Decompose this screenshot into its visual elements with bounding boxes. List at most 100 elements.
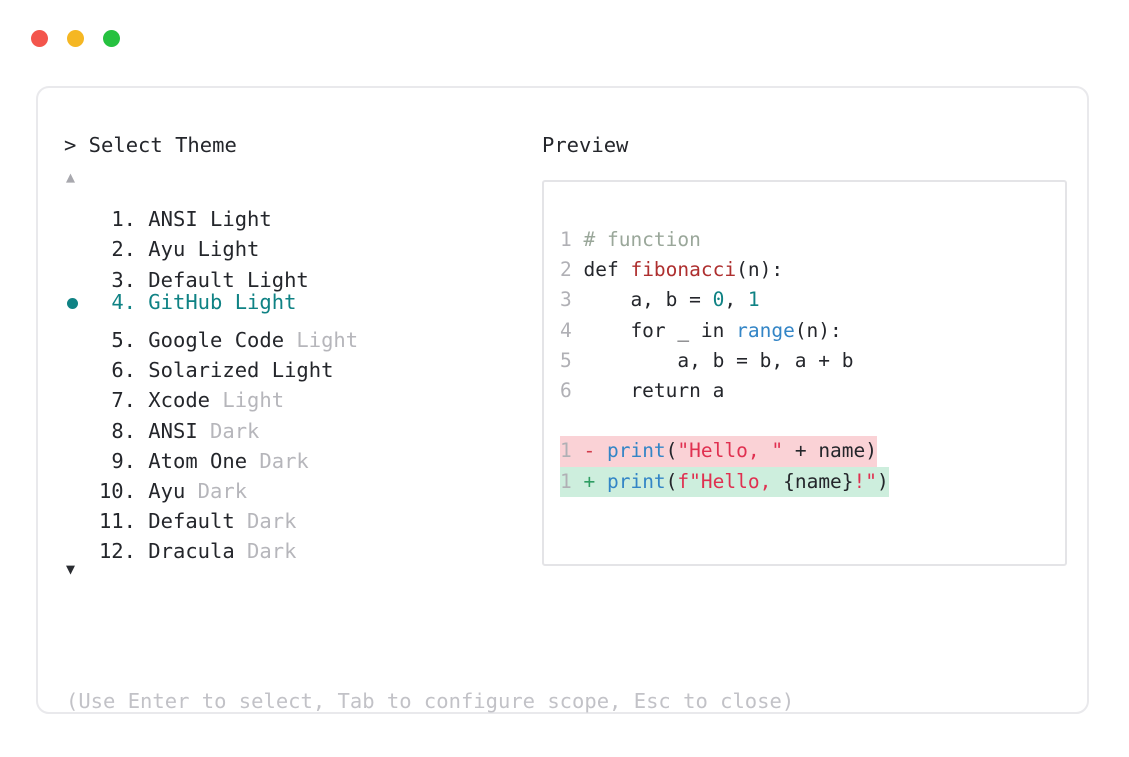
code-token: !" — [853, 469, 878, 493]
selection-bullet-cell — [64, 347, 90, 377]
theme-list-item[interactable]: 9. Atom One Dark — [64, 438, 514, 473]
code-token: print — [606, 469, 666, 493]
theme-item-number: 8. — [111, 418, 136, 443]
close-dot[interactable] — [31, 30, 48, 47]
theme-list-item[interactable]: 11.Default Dark — [64, 498, 514, 533]
theme-item-variant: Light — [271, 358, 334, 383]
theme-item-number: 3. — [111, 267, 136, 292]
selection-bullet-cell — [64, 196, 90, 226]
code-token: range — [736, 318, 795, 342]
theme-item-number: 2. — [111, 237, 136, 262]
theme-item-variant: Light — [210, 207, 272, 232]
code-token: ( — [665, 469, 678, 493]
spacer — [185, 476, 197, 506]
code-token: ) — [877, 469, 889, 493]
keyboard-hint: (Use Enter to select, Tab to configure s… — [66, 689, 795, 713]
theme-list-item[interactable]: 12.Dracula Dark — [64, 528, 514, 563]
theme-list-item[interactable]: 10.Ayu Dark — [64, 468, 514, 503]
diff-line-number: 1 — [560, 439, 584, 463]
code-token: fibonacci — [630, 258, 737, 282]
theme-item-number: 4. — [111, 289, 136, 314]
window-traffic-lights — [31, 30, 120, 47]
theme-item-name: Dracula — [148, 539, 235, 564]
code-line-number: 4 — [560, 318, 584, 342]
theme-item-name: GitHub — [148, 289, 223, 314]
code-line-number: 2 — [560, 258, 584, 282]
theme-item-number: 10. — [98, 478, 136, 503]
code-line-number: 3 — [560, 288, 584, 312]
spacer — [210, 385, 222, 415]
code-token: , — [724, 288, 748, 312]
scroll-down-icon[interactable]: ▼ — [66, 560, 76, 579]
code-token: 0 — [712, 288, 725, 312]
code-token: + name) — [783, 439, 878, 463]
code-token: "Hello, " — [677, 439, 784, 463]
theme-item-name: ANSI — [148, 207, 198, 232]
code-line-number: 6 — [560, 378, 584, 402]
spacer — [235, 536, 247, 566]
selection-bullet-cell — [64, 377, 90, 407]
theme-item-name: Google Code — [148, 327, 285, 352]
code-line: 5 a, b = b, a + b — [560, 346, 889, 376]
code-line-number: 5 — [560, 348, 584, 372]
code-token: def — [583, 258, 631, 282]
theme-item-variant: Light — [222, 388, 285, 413]
theme-item-variant: Light — [247, 267, 309, 292]
theme-item-variant: Light — [234, 289, 297, 314]
theme-item-name: Ayu — [148, 237, 186, 262]
code-line — [560, 406, 889, 436]
diff-line-number: 1 — [560, 469, 584, 493]
theme-item-name: Atom One — [148, 448, 248, 473]
theme-item-variant: Dark — [259, 448, 309, 473]
theme-item-number: 6. — [111, 358, 136, 383]
code-token: 1 — [747, 288, 760, 312]
theme-item-number: 1. — [111, 207, 136, 232]
code-token: for _ in — [583, 318, 737, 342]
maximize-dot[interactable] — [103, 30, 120, 47]
theme-list-item[interactable]: 8.ANSI Dark — [64, 407, 514, 443]
theme-item-variant: Dark — [247, 509, 297, 534]
selection-bullet-cell — [64, 317, 90, 347]
code-token: print — [606, 439, 666, 463]
code-token: f"Hello, — [677, 469, 784, 493]
code-token: a, b = — [583, 288, 713, 312]
selection-bullet-cell — [64, 498, 90, 528]
code-token: a, b = b, a + b — [583, 348, 854, 372]
diff-added-line: 1 + print(f"Hello, {name}!") — [560, 466, 889, 497]
selected-bullet-icon — [67, 297, 78, 309]
theme-list-item[interactable]: 3. Default Light — [64, 256, 514, 292]
theme-item-number: 9. — [111, 448, 136, 473]
code-token: ( — [665, 439, 678, 463]
preview-title: Preview — [542, 133, 629, 157]
theme-item-number: 5. — [111, 327, 136, 352]
theme-list-item[interactable]: 6. Solarized Light — [64, 347, 514, 382]
theme-item-name: Ayu — [148, 478, 186, 503]
theme-item-number: 12. — [98, 539, 136, 564]
minimize-dot[interactable] — [67, 30, 84, 47]
theme-list-item[interactable]: 1. ANSI Light — [64, 196, 514, 231]
code-line: 1 # function — [560, 225, 889, 255]
theme-item-name: Default — [148, 509, 235, 534]
selection-bullet-cell — [64, 407, 90, 437]
code-token: (n): — [794, 318, 842, 342]
selection-bullet-cell — [64, 288, 90, 318]
theme-item-name: Default — [148, 267, 235, 292]
theme-list-item[interactable]: 7.Xcode Light — [64, 377, 514, 412]
scroll-up-icon[interactable]: ▲ — [66, 168, 76, 186]
code-line: 6 return a — [560, 376, 889, 406]
code-line: 2 def fibonacci(n): — [560, 255, 889, 285]
theme-list-item[interactable]: 5.Google Code Light — [64, 317, 514, 352]
diff-sign: - — [583, 439, 607, 463]
code-token: {name} — [783, 469, 854, 493]
code-line: 3 a, b = 0, 1 — [560, 285, 889, 315]
theme-list-item[interactable]: 2.Ayu Light — [64, 226, 514, 261]
spacer — [222, 287, 234, 317]
spacer — [235, 506, 247, 536]
theme-item-name: Solarized — [148, 358, 260, 383]
spacer — [247, 446, 259, 476]
theme-list-item[interactable]: 4. GitHub Light — [64, 287, 514, 317]
spacer — [198, 416, 210, 446]
